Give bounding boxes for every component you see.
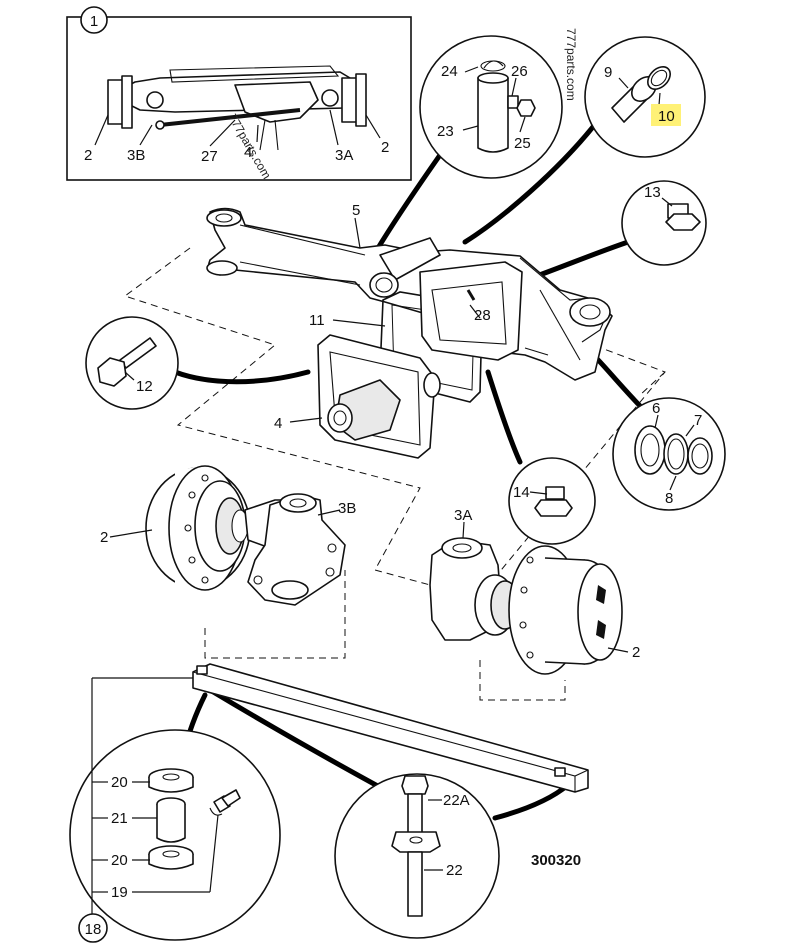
detail-plug-13: 13 xyxy=(621,180,707,266)
detail-bush-9-10: 9 10 xyxy=(584,36,706,158)
inset-assembly-view: 1 777parts.com 2 3B 27 4 3A 2 xyxy=(66,6,412,181)
detail-breather-23-26: 24 26 23 25 xyxy=(419,35,563,179)
callout-4-inset: 4 xyxy=(244,144,252,161)
callout-7: 7 xyxy=(694,412,702,429)
right-swivel-3a-and-hub-2: 3A 2 xyxy=(429,507,640,675)
callout-21: 21 xyxy=(111,810,128,827)
detail-mount-19-21: 20 21 20 19 18 xyxy=(69,677,281,943)
callout-25: 25 xyxy=(514,135,531,152)
callout-10: 10 xyxy=(658,108,675,125)
support-beam xyxy=(192,663,589,793)
callout-20-bottom: 20 xyxy=(111,852,128,869)
callout-5: 5 xyxy=(352,202,360,219)
callout-2-inset-right: 2 xyxy=(381,139,389,156)
callout-6: 6 xyxy=(652,400,660,417)
callout-19: 19 xyxy=(111,884,128,901)
detail-bearing-6-8: 6 7 8 xyxy=(612,397,726,511)
callout-3b: 3B xyxy=(338,500,356,517)
callout-2-inset-left: 2 xyxy=(84,147,92,164)
highlight-10 xyxy=(651,104,681,126)
detail-plug-14: 14 xyxy=(508,457,596,545)
callout-2-left-hub: 2 xyxy=(100,529,108,546)
callout-22: 22 xyxy=(446,862,463,879)
callout-12: 12 xyxy=(136,378,153,395)
axle-housing-5: 5 xyxy=(206,202,613,381)
callout-1: 1 xyxy=(90,13,98,30)
callout-4: 4 xyxy=(274,415,282,432)
callout-3a: 3A xyxy=(454,507,472,524)
callout-13: 13 xyxy=(644,184,661,201)
gasket-11: 11 28 xyxy=(309,261,523,403)
callout-24: 24 xyxy=(441,63,458,80)
callout-2-right-hub: 2 xyxy=(632,644,640,661)
callout-8: 8 xyxy=(665,490,673,507)
watermark-text: 777parts.com xyxy=(564,28,578,101)
callout-9: 9 xyxy=(604,64,612,81)
callout-28: 28 xyxy=(474,307,491,324)
callout-3b-inset: 3B xyxy=(127,147,145,164)
detail-bolt-22: 22A 22 xyxy=(334,773,500,939)
callout-27: 27 xyxy=(201,148,218,165)
callout-14: 14 xyxy=(513,484,530,501)
callout-23: 23 xyxy=(437,123,454,140)
dashed-plane-outlines xyxy=(123,247,666,701)
callout-18: 18 xyxy=(85,921,102,938)
callout-26: 26 xyxy=(511,63,528,80)
callout-20-top: 20 xyxy=(111,774,128,791)
detail-bolt-12: 12 xyxy=(85,316,179,410)
differential-4: 4 xyxy=(274,334,441,459)
callout-22a: 22A xyxy=(443,792,470,809)
callout-3a-inset: 3A xyxy=(335,147,353,164)
callout-11: 11 xyxy=(309,312,325,329)
drawing-number: 300320 xyxy=(531,852,581,869)
left-hub-2-and-swivel-3b: 2 3B xyxy=(100,465,356,606)
